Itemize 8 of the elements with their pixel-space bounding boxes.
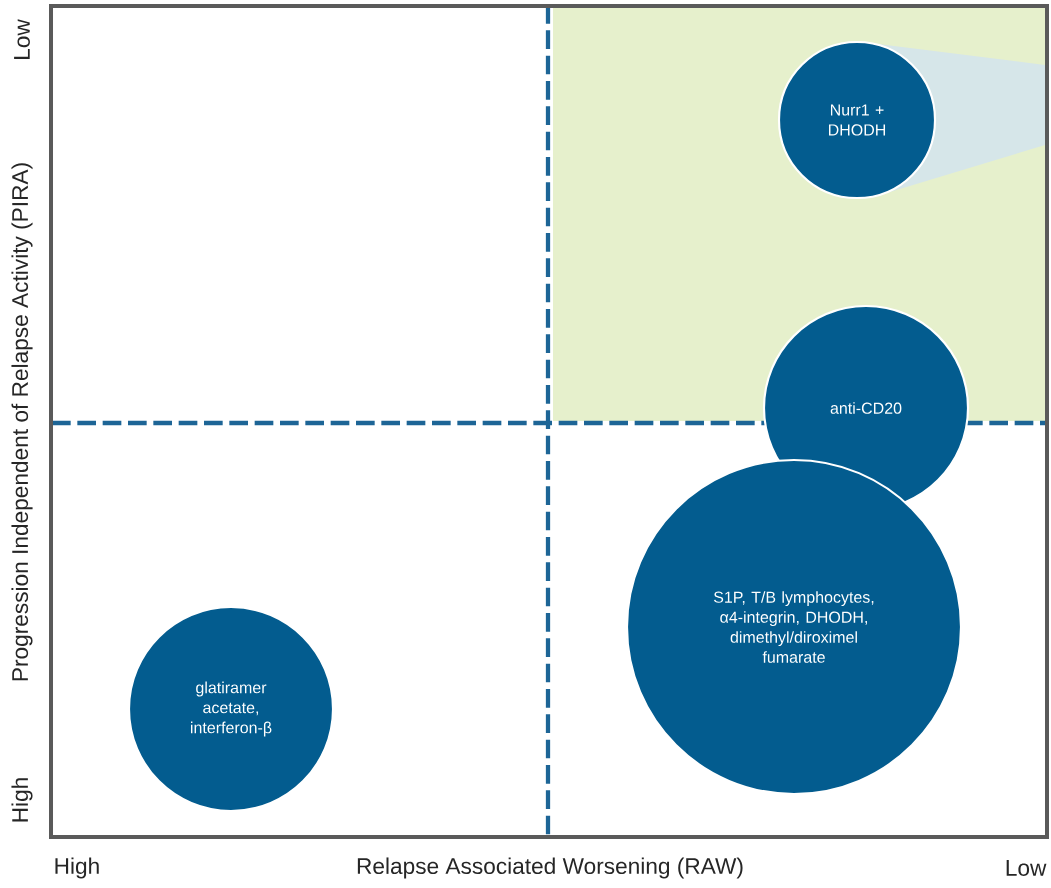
axis-label: High [11, 778, 33, 822]
axis-label: Relapse Associated Worsening (RAW) [357, 857, 743, 879]
axis-label: Low [14, 19, 30, 59]
axis-label: High [55, 857, 99, 879]
bubble: Nurr1 + DHODH [777, 40, 1045, 200]
axis-label: Progression Independent of Relapse Activity (PIRA) [11, 163, 33, 681]
axis-label: Low [1006, 860, 1047, 876]
bubble: glatiramer acetate, interferon-β [127, 605, 335, 813]
